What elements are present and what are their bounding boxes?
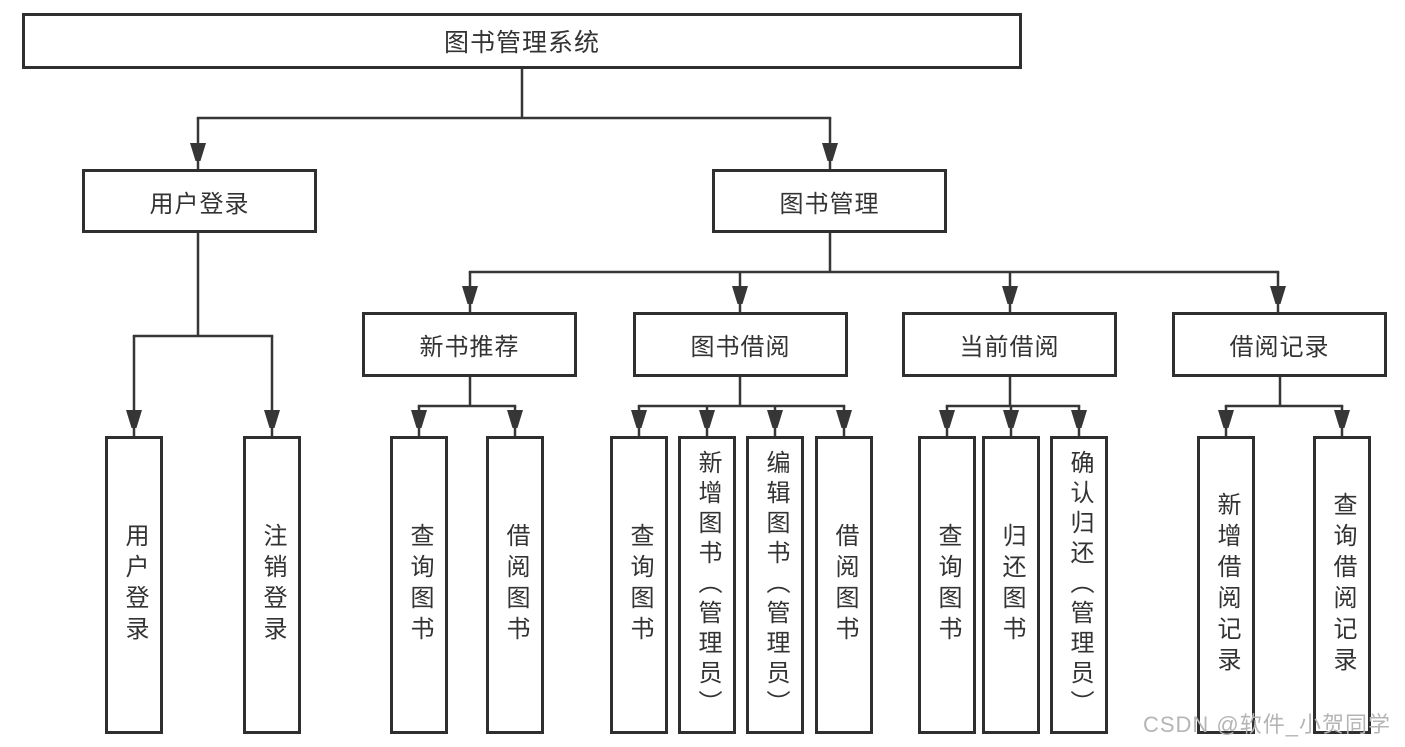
leaf-confirm-return-admin: 确认归还（管理员） xyxy=(1050,436,1108,734)
node-root-label: 图书管理系统 xyxy=(443,29,600,57)
leaf-query-books-3: 查询图书 xyxy=(918,436,976,734)
leaf-user-login-label: 用户登录 xyxy=(121,523,148,647)
leaf-confirm-return-admin-label: 确认归还（管理员） xyxy=(1066,450,1093,720)
node-user-login-label: 用户登录 xyxy=(149,190,250,218)
node-borrow-records-label: 借阅记录 xyxy=(1229,334,1330,361)
node-root: 图书管理系统 xyxy=(22,13,1022,69)
node-book-management: 图书管理 xyxy=(712,169,947,233)
leaf-query-borrow-record-label: 查询借阅记录 xyxy=(1329,492,1356,678)
leaf-borrow-books-1: 借阅图书 xyxy=(486,436,544,734)
leaf-logout: 注销登录 xyxy=(243,436,301,734)
node-user-login: 用户登录 xyxy=(82,169,317,233)
leaf-query-books-2-label: 查询图书 xyxy=(626,523,653,647)
node-book-borrow-label: 图书借阅 xyxy=(690,334,791,361)
leaf-add-books-admin: 新增图书（管理员） xyxy=(678,436,736,734)
leaf-edit-books-admin: 编辑图书（管理员） xyxy=(746,436,804,734)
node-new-book-recommend-label: 新书推荐 xyxy=(419,334,520,361)
leaf-logout-label: 注销登录 xyxy=(259,523,286,647)
connector-arrows xyxy=(134,118,1342,436)
leaf-return-books: 归还图书 xyxy=(982,436,1040,734)
leaf-add-books-admin-label: 新增图书（管理员） xyxy=(694,450,721,720)
leaf-query-borrow-record: 查询借阅记录 xyxy=(1313,436,1371,734)
leaf-user-login: 用户登录 xyxy=(105,436,163,734)
csdn-watermark: CSDN @软件_小贺同学 xyxy=(1142,712,1391,737)
leaf-add-borrow-record-label: 新增借阅记录 xyxy=(1213,492,1240,678)
node-current-borrow-label: 当前借阅 xyxy=(959,334,1060,361)
leaf-query-books-1-label: 查询图书 xyxy=(406,523,433,647)
leaf-borrow-books-2: 借阅图书 xyxy=(815,436,873,734)
leaf-add-borrow-record: 新增借阅记录 xyxy=(1197,436,1255,734)
connector-bus-paths xyxy=(132,67,1344,408)
leaf-borrow-books-2-label: 借阅图书 xyxy=(831,523,858,647)
node-borrow-records: 借阅记录 xyxy=(1172,312,1387,377)
leaf-borrow-books-1-label: 借阅图书 xyxy=(502,523,529,647)
leaf-query-books-1: 查询图书 xyxy=(390,436,448,734)
node-book-management-label: 图书管理 xyxy=(779,190,880,218)
leaf-return-books-label: 归还图书 xyxy=(998,523,1025,647)
node-current-borrow: 当前借阅 xyxy=(902,312,1117,377)
node-new-book-recommend: 新书推荐 xyxy=(362,312,577,377)
leaf-query-books-3-label: 查询图书 xyxy=(934,523,961,647)
node-book-borrow: 图书借阅 xyxy=(633,312,848,377)
leaf-edit-books-admin-label: 编辑图书（管理员） xyxy=(762,450,789,720)
leaf-query-books-2: 查询图书 xyxy=(610,436,668,734)
